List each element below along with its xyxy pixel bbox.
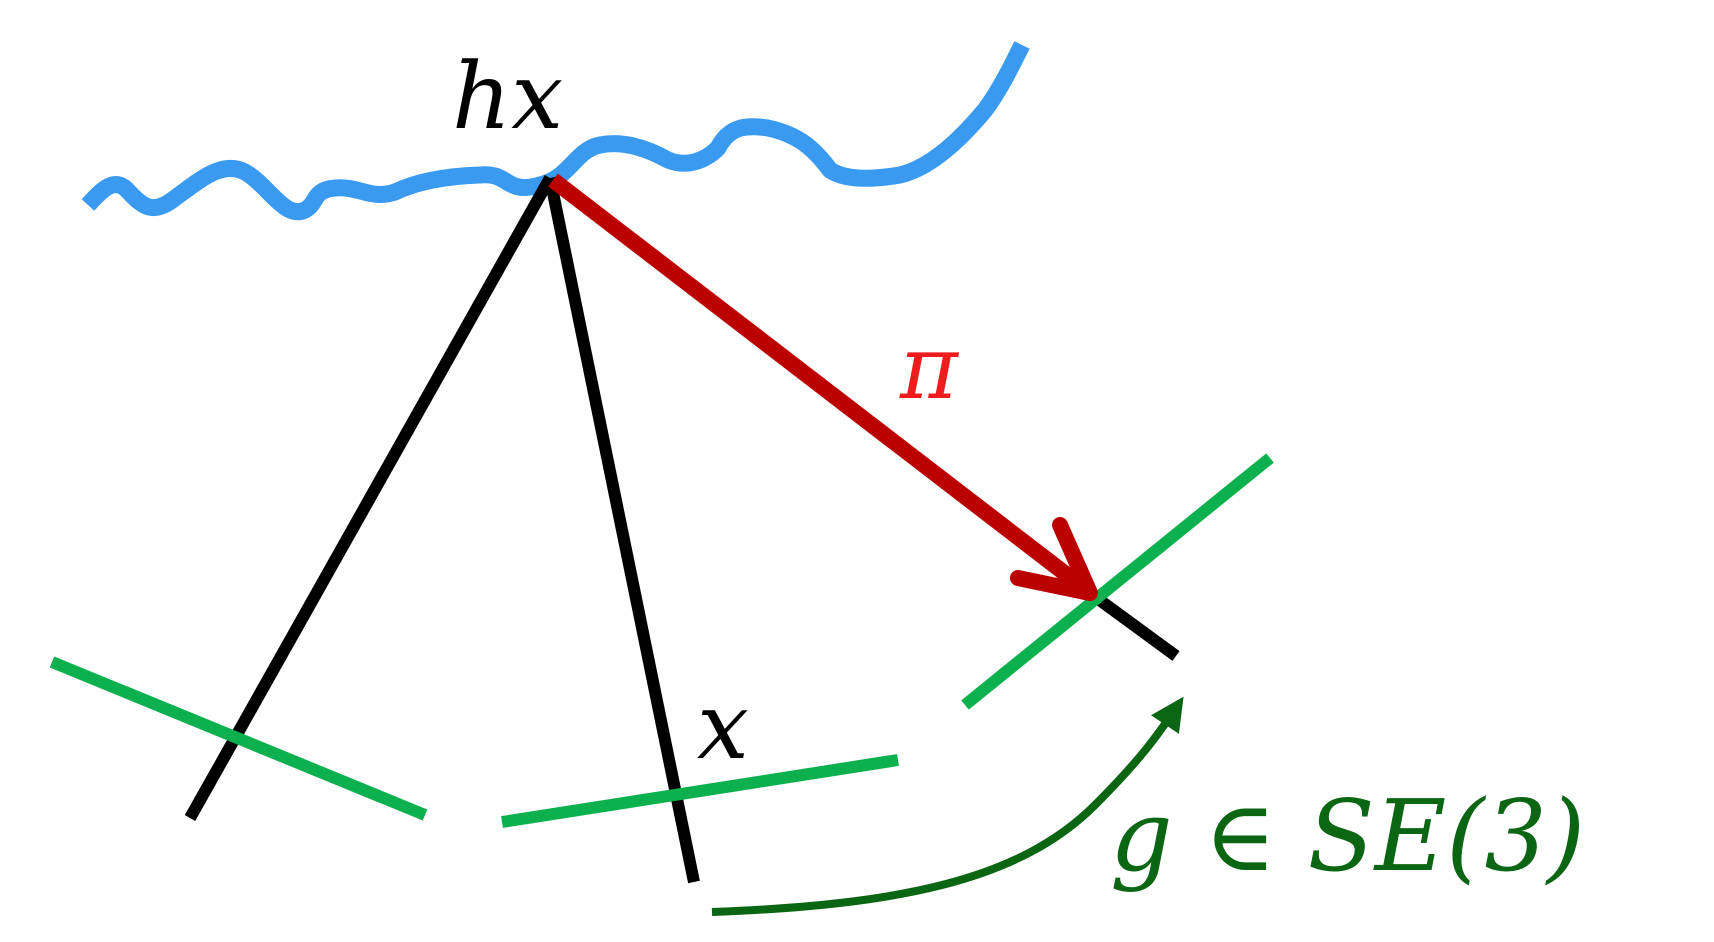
transform-arrow [711,696,1184,916]
camera-plane-left [49,656,428,821]
camera-plane-center [501,754,899,828]
ray-to-x [544,176,700,884]
label-pi: π [899,316,960,419]
ray-projection-extension [1086,588,1180,661]
camera-plane-right [961,453,1274,710]
projection-arrow-shaft [548,173,1085,592]
label-g-in-se3: g ∈ SE(3) [1110,780,1585,894]
ray-left [184,175,556,821]
label-hx: hx [452,43,563,150]
label-x: x [697,673,749,780]
projection-arrow-head [1010,517,1098,601]
